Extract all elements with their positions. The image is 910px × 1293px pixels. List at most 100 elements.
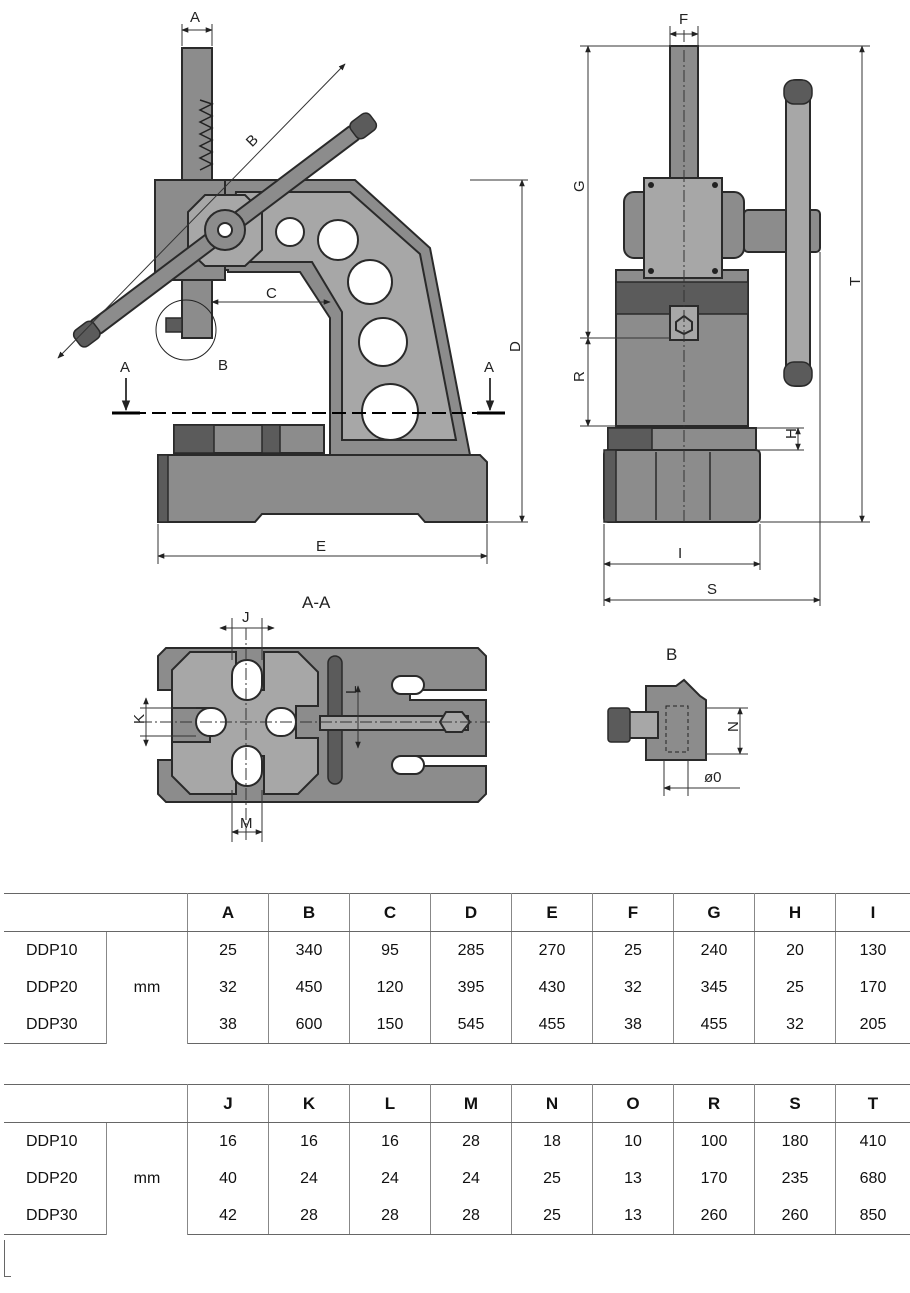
table-cell: 600 xyxy=(268,1006,350,1044)
table-cell: 150 xyxy=(349,1006,431,1044)
unit-cell: mm xyxy=(106,1122,188,1235)
model-name: DDP10 xyxy=(26,1132,78,1150)
column-header: O xyxy=(592,1084,674,1123)
table-cell: 24 xyxy=(349,1160,431,1197)
dim-label-g: G xyxy=(571,180,588,192)
table-cell: 25 xyxy=(511,1160,593,1197)
dim-label-o: ø0 xyxy=(704,769,722,786)
table-cell: 340 xyxy=(268,931,350,969)
table-cell: 455 xyxy=(511,1006,593,1044)
table-cell: 170 xyxy=(673,1160,755,1197)
dim-label-h: H xyxy=(783,428,800,439)
table-cell: 28 xyxy=(349,1197,431,1235)
dim-label-i: I xyxy=(678,545,682,562)
table-cell: 25 xyxy=(754,969,836,1006)
table-cell: 95 xyxy=(349,931,431,969)
table-corner xyxy=(4,893,188,932)
table-cell: 32 xyxy=(754,1006,836,1044)
column-header: J xyxy=(187,1084,269,1123)
dim-label-s: S xyxy=(707,581,717,598)
model-name: DDP10 xyxy=(26,941,78,959)
table-cell: 545 xyxy=(430,1006,512,1044)
dim-label-a: A xyxy=(190,9,200,26)
column-header: F xyxy=(592,893,674,932)
model-name: DDP30 xyxy=(4,1006,107,1044)
column-header: L xyxy=(349,1084,431,1123)
dim-label-f: F xyxy=(679,11,688,28)
dim-label-b: B xyxy=(243,131,262,150)
table-cell: 850 xyxy=(835,1197,910,1235)
section-marker-left: A xyxy=(120,359,130,376)
table-cell: 180 xyxy=(754,1122,836,1160)
table-cell: 270 xyxy=(511,931,593,969)
model-name: DDP20 xyxy=(26,978,78,996)
table-row: DDP30 42 28 28 28 25 13 260 260 850 xyxy=(4,1197,910,1235)
column-header: H xyxy=(754,893,836,932)
spec-table-1: A B C D E F G H I DDP10 mm 25 340 95 285… xyxy=(4,893,910,1044)
table-cell: 25 xyxy=(187,931,269,969)
column-header: N xyxy=(511,1084,593,1123)
table-row: DDP10 mm 16 16 16 28 18 10 100 180 410 xyxy=(4,1122,910,1235)
table-cell: 680 xyxy=(859,1169,887,1187)
table-cell: 25 xyxy=(511,1197,593,1235)
table-cell: 13 xyxy=(592,1160,674,1197)
table-cell: 25 xyxy=(592,931,674,969)
column-header: M xyxy=(430,1084,512,1123)
dim-label-k: K xyxy=(131,714,148,724)
table-header-row: A B C D E F G H I xyxy=(4,893,910,932)
table-cell: 260 xyxy=(754,1197,836,1235)
table-header-row: J K L M N O R S T xyxy=(4,1084,910,1123)
table-cell: 410 xyxy=(859,1132,887,1150)
column-header: D xyxy=(430,893,512,932)
front-view: B A A A B C D E xyxy=(57,9,528,564)
table-row: DDP20 32 450 120 395 430 32 345 25 170 xyxy=(4,969,910,1006)
table-cell: 10 xyxy=(592,1122,674,1160)
table-cell: 28 xyxy=(430,1197,512,1235)
column-header: E xyxy=(511,893,593,932)
table-cell: 38 xyxy=(187,1006,269,1044)
table-cell: 18 xyxy=(511,1122,593,1160)
table-corner xyxy=(4,1084,188,1123)
detail-callout-b: B xyxy=(218,357,228,374)
table-cell: 32 xyxy=(592,969,674,1006)
section-view: A-A J K L M xyxy=(131,593,490,842)
dim-label-n: N xyxy=(725,721,742,732)
dim-label-r: R xyxy=(571,371,588,382)
detail-title: B xyxy=(666,645,677,664)
table-cell: 345 xyxy=(673,969,755,1006)
side-view: F G R T H I S xyxy=(571,11,870,606)
table-cell: 205 xyxy=(835,1006,910,1044)
table-cell: 42 xyxy=(187,1197,269,1235)
table-cell: 38 xyxy=(592,1006,674,1044)
table-cell: 40 xyxy=(187,1160,269,1197)
table-cell: 260 xyxy=(673,1197,755,1235)
column-header: I xyxy=(835,893,910,932)
model-name: DDP30 xyxy=(4,1197,107,1235)
table-cell: 20 xyxy=(754,931,836,969)
table-cell: 130 xyxy=(859,941,887,959)
table-row: DDP20 40 24 24 24 25 13 170 235 680 xyxy=(4,1160,910,1197)
table-corner-mark xyxy=(4,1240,11,1277)
table-cell: 24 xyxy=(268,1160,350,1197)
model-name: DDP20 xyxy=(26,1169,78,1187)
table-cell: 240 xyxy=(673,931,755,969)
section-title: A-A xyxy=(302,593,331,612)
unit-cell: mm xyxy=(106,931,188,1044)
table-cell: 16 xyxy=(187,1122,269,1160)
table-row: DDP10 mm 25 340 95 285 270 25 240 20 130 xyxy=(4,931,910,1044)
technical-drawing: B A A A B C D E xyxy=(57,9,870,842)
column-header: A xyxy=(187,893,269,932)
spec-table-2: J K L M N O R S T DDP10 mm 16 16 16 28 1… xyxy=(4,1084,910,1235)
table-cell: 24 xyxy=(430,1160,512,1197)
column-header: G xyxy=(673,893,755,932)
table-cell: 28 xyxy=(268,1197,350,1235)
dim-label-e: E xyxy=(316,538,326,555)
table-cell: 395 xyxy=(430,969,512,1006)
table-cell: 285 xyxy=(430,931,512,969)
detail-view: B N ø0 xyxy=(607,645,748,796)
table-cell: 235 xyxy=(754,1160,836,1197)
dim-label-t: T xyxy=(847,277,864,286)
table-cell: 16 xyxy=(349,1122,431,1160)
table-cell: 100 xyxy=(673,1122,755,1160)
table-cell: 455 xyxy=(673,1006,755,1044)
